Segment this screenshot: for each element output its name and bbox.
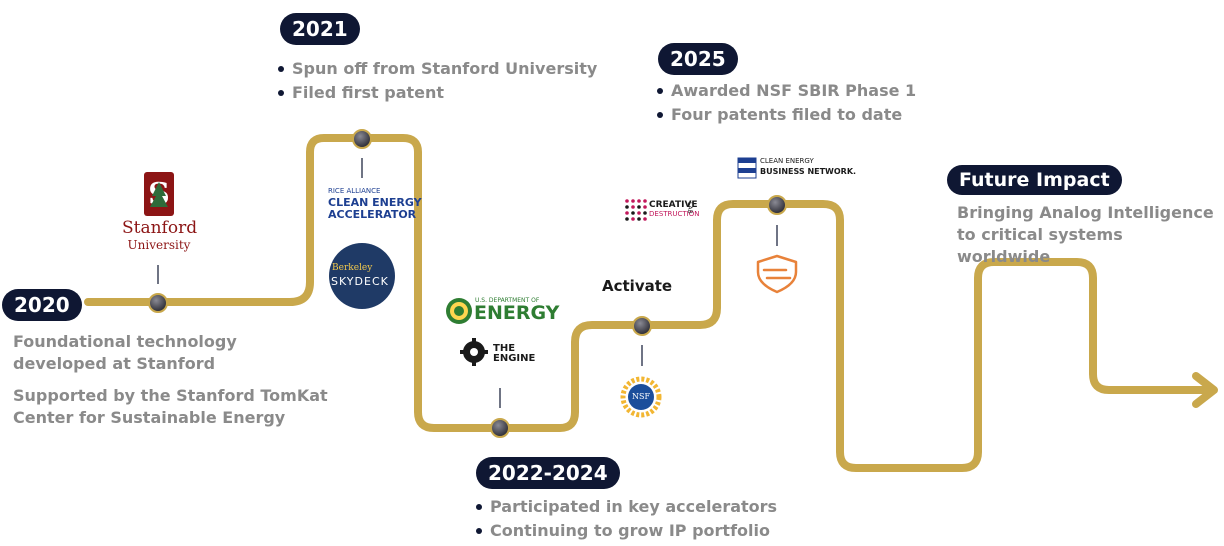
node-2021 bbox=[352, 129, 372, 149]
future-impact-line-2: to critical systems worldwide bbox=[957, 225, 1123, 266]
list-item: Filed first patent bbox=[278, 81, 597, 105]
bullet-icon bbox=[476, 504, 482, 510]
doe-logo-line1: U.S. DEPARTMENT OF bbox=[475, 297, 540, 304]
list-item: Continuing to grow IP portfolio bbox=[476, 519, 777, 543]
cebn-logo-line2: BUSINESS NETWORK. bbox=[760, 167, 857, 176]
engine-logo-line1: THE bbox=[493, 343, 516, 354]
cdl-logo-side: LAB bbox=[686, 202, 693, 214]
list-item: Awarded NSF SBIR Phase 1 bbox=[657, 79, 916, 103]
list-item-text: Participated in key accelerators bbox=[490, 497, 778, 516]
bullet-icon bbox=[476, 528, 482, 534]
list-item-text: Filed first patent bbox=[292, 83, 445, 102]
milestone-2025-list: Awarded NSF SBIR Phase 1 Four patents fi… bbox=[657, 79, 916, 127]
cdl-logo-line1: CREATIVE bbox=[649, 200, 698, 210]
future-impact-line-1: Bringing Analog Intelligence bbox=[957, 203, 1214, 222]
cdl-dots-icon bbox=[625, 199, 647, 221]
stanford-logo-icon: S bbox=[144, 172, 174, 216]
orange-shield-icon bbox=[756, 254, 798, 294]
node-activate bbox=[632, 316, 652, 336]
cdl-logo-line2: DESTRUCTION bbox=[649, 210, 700, 218]
activate-logo: Activate bbox=[602, 277, 673, 295]
bullet-icon bbox=[278, 90, 284, 96]
year-badge-2021: 2021 bbox=[280, 13, 360, 45]
milestone-2021-list: Spun off from Stanford University Filed … bbox=[278, 57, 597, 105]
skydeck-logo-icon bbox=[329, 243, 395, 309]
arrow-head-icon bbox=[1192, 372, 1218, 408]
bullet-icon bbox=[657, 112, 663, 118]
node-2022 bbox=[490, 418, 510, 438]
stanford-logo-subtext: University bbox=[127, 238, 191, 252]
rice-logo-line2: CLEAN ENERGY bbox=[328, 196, 422, 209]
doe-seal-icon bbox=[446, 298, 472, 324]
stanford-logo-word: Stanford bbox=[122, 218, 198, 238]
doe-logo-line2: ENERGY bbox=[474, 302, 560, 324]
list-item-text: Awarded NSF SBIR Phase 1 bbox=[671, 81, 917, 100]
milestone-2020-text-2: Supported by the Stanford TomKat Center … bbox=[13, 386, 328, 427]
rice-logo-line1: RICE ALLIANCE bbox=[328, 187, 381, 195]
list-item: Participated in key accelerators bbox=[476, 495, 777, 519]
nsf-logo-text: NSF bbox=[631, 392, 651, 401]
list-item-text: Four patents filed to date bbox=[671, 105, 903, 124]
year-badge-2025: 2025 bbox=[658, 43, 738, 75]
skydeck-logo-line1: Berkeley bbox=[332, 263, 373, 273]
list-item-text: Spun off from Stanford University bbox=[292, 59, 598, 78]
year-badge-2020: 2020 bbox=[2, 289, 82, 321]
year-badge-2022-2024: 2022-2024 bbox=[476, 457, 620, 489]
list-item: Four patents filed to date bbox=[657, 103, 916, 127]
engine-logo-line2: ENGINE bbox=[493, 353, 536, 364]
list-item: Spun off from Stanford University bbox=[278, 57, 597, 81]
milestone-2022-list: Participated in key accelerators Continu… bbox=[476, 495, 777, 543]
node-2020 bbox=[148, 293, 168, 313]
nsf-seal-icon bbox=[620, 376, 662, 418]
rice-logo-line3: ACCELERATOR bbox=[328, 208, 417, 221]
node-2025 bbox=[767, 195, 787, 215]
list-item-text: Continuing to grow IP portfolio bbox=[490, 521, 770, 540]
bullet-icon bbox=[278, 66, 284, 72]
timeline-path bbox=[84, 134, 1209, 472]
cebn-logo-line1: CLEAN ENERGY bbox=[760, 157, 814, 165]
future-impact-description: Bringing Analog Intelligence to critical… bbox=[957, 202, 1217, 268]
cebn-flag-icon bbox=[737, 157, 757, 179]
milestone-2020-text-1: Foundational technology developed at Sta… bbox=[13, 332, 237, 373]
milestone-2020-description: Foundational technology developed at Sta… bbox=[13, 331, 373, 439]
future-impact-badge: Future Impact bbox=[947, 165, 1122, 195]
engine-gear-icon bbox=[460, 338, 488, 366]
skydeck-logo-line2: SKYDECK bbox=[331, 275, 389, 288]
bullet-icon bbox=[657, 88, 663, 94]
